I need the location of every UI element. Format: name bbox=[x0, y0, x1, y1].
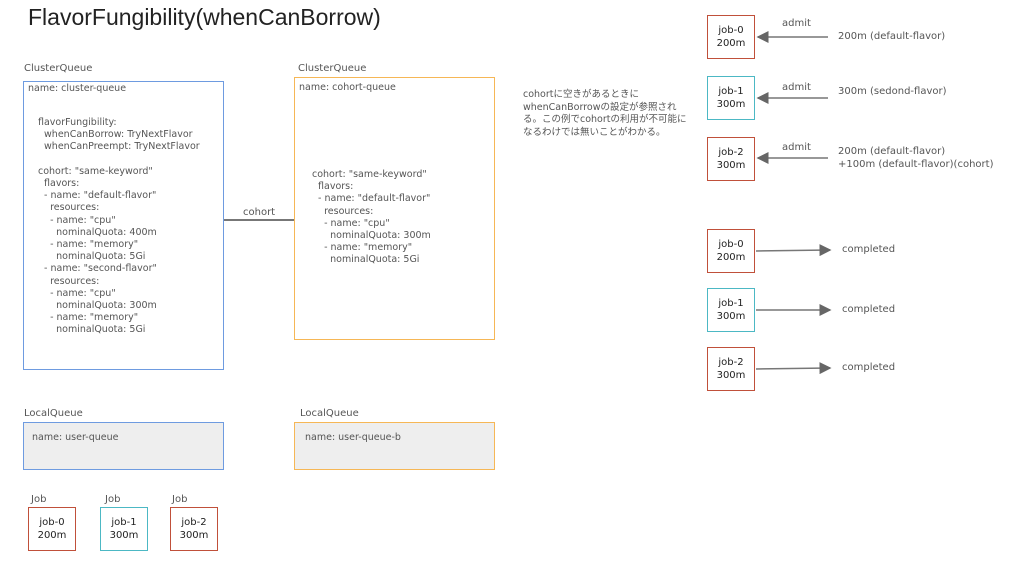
explanation-note: cohortに空きがあるときにwhenCanBorrowの設定が参照される。この… bbox=[523, 89, 687, 138]
job-label: Job bbox=[31, 494, 47, 505]
job-cpu: 200m bbox=[37, 530, 67, 541]
cluster-queue-spec: flavorFungibility: whenCanBorrow: TryNex… bbox=[38, 117, 200, 336]
local-queue-b-name: name: user-queue-b bbox=[305, 432, 401, 443]
admit-detail: 200m (default-flavor) bbox=[838, 31, 946, 42]
admit-label: admit bbox=[782, 142, 811, 153]
admit-detail: 200m (default-flavor) +100m (default-fla… bbox=[838, 146, 994, 170]
job-cpu: 300m bbox=[716, 160, 746, 171]
admit-label: admit bbox=[782, 18, 811, 29]
job-cpu: 300m bbox=[716, 99, 746, 110]
job-cpu: 300m bbox=[109, 530, 139, 541]
job-label: Job bbox=[105, 494, 121, 505]
cohort-queue-label: ClusterQueue bbox=[298, 63, 367, 74]
cohort-queue-spec: cohort: "same-keyword" flavors: - name: … bbox=[312, 169, 431, 266]
cohort-connector bbox=[224, 219, 295, 221]
cluster-queue-name: name: cluster-queue bbox=[28, 83, 127, 94]
job-name: job-1 bbox=[718, 86, 744, 97]
job-cpu: 300m bbox=[179, 530, 209, 541]
page-title: FlavorFungibility(whenCanBorrow) bbox=[28, 4, 381, 30]
job-name: job-0 bbox=[718, 25, 744, 36]
job-name: job-0 bbox=[39, 517, 65, 528]
job-name: job-0 bbox=[718, 239, 744, 250]
job-name: job-2 bbox=[181, 517, 207, 528]
cluster-queue-label: ClusterQueue bbox=[24, 63, 93, 74]
admit-label: admit bbox=[782, 82, 811, 93]
complete-arrow bbox=[755, 244, 832, 257]
admit-detail: 300m (sedond-flavor) bbox=[838, 86, 947, 97]
cohort-queue-box[interactable]: name: cohort-queue cohort: "same-keyword… bbox=[294, 77, 495, 340]
job-cpu: 200m bbox=[716, 252, 746, 263]
admit-job-2-box[interactable]: job-2 300m bbox=[707, 137, 755, 181]
job-cpu: 300m bbox=[716, 311, 746, 322]
complete-arrow bbox=[755, 362, 832, 375]
completed-job-1-box[interactable]: job-1 300m bbox=[707, 288, 755, 332]
admit-job-1-box[interactable]: job-1 300m bbox=[707, 76, 755, 120]
admit-job-0-box[interactable]: job-0 200m bbox=[707, 15, 755, 59]
local-queue-box[interactable]: name: user-queue bbox=[23, 422, 224, 470]
cohort-connector-label: cohort bbox=[243, 207, 276, 218]
completed-label: completed bbox=[842, 362, 896, 373]
completed-label: completed bbox=[842, 304, 896, 315]
job-name: job-2 bbox=[718, 147, 744, 158]
job-0-box[interactable]: job-0 200m bbox=[28, 507, 76, 551]
job-cpu: 200m bbox=[716, 38, 746, 49]
completed-job-0-box[interactable]: job-0 200m bbox=[707, 229, 755, 273]
local-queue-name: name: user-queue bbox=[32, 432, 119, 443]
cohort-queue-name: name: cohort-queue bbox=[299, 82, 396, 93]
local-queue-b-label: LocalQueue bbox=[300, 408, 359, 419]
local-queue-label: LocalQueue bbox=[24, 408, 83, 419]
completed-job-2-box[interactable]: job-2 300m bbox=[707, 347, 755, 391]
job-2-box[interactable]: job-2 300m bbox=[170, 507, 218, 551]
job-name: job-2 bbox=[718, 357, 744, 368]
completed-label: completed bbox=[842, 244, 896, 255]
local-queue-b-box[interactable]: name: user-queue-b bbox=[294, 422, 495, 470]
job-label: Job bbox=[172, 494, 188, 505]
job-name: job-1 bbox=[111, 517, 137, 528]
job-name: job-1 bbox=[718, 298, 744, 309]
cluster-queue-box[interactable]: name: cluster-queue flavorFungibility: w… bbox=[23, 81, 224, 370]
job-cpu: 300m bbox=[716, 370, 746, 381]
job-1-box[interactable]: job-1 300m bbox=[100, 507, 148, 551]
